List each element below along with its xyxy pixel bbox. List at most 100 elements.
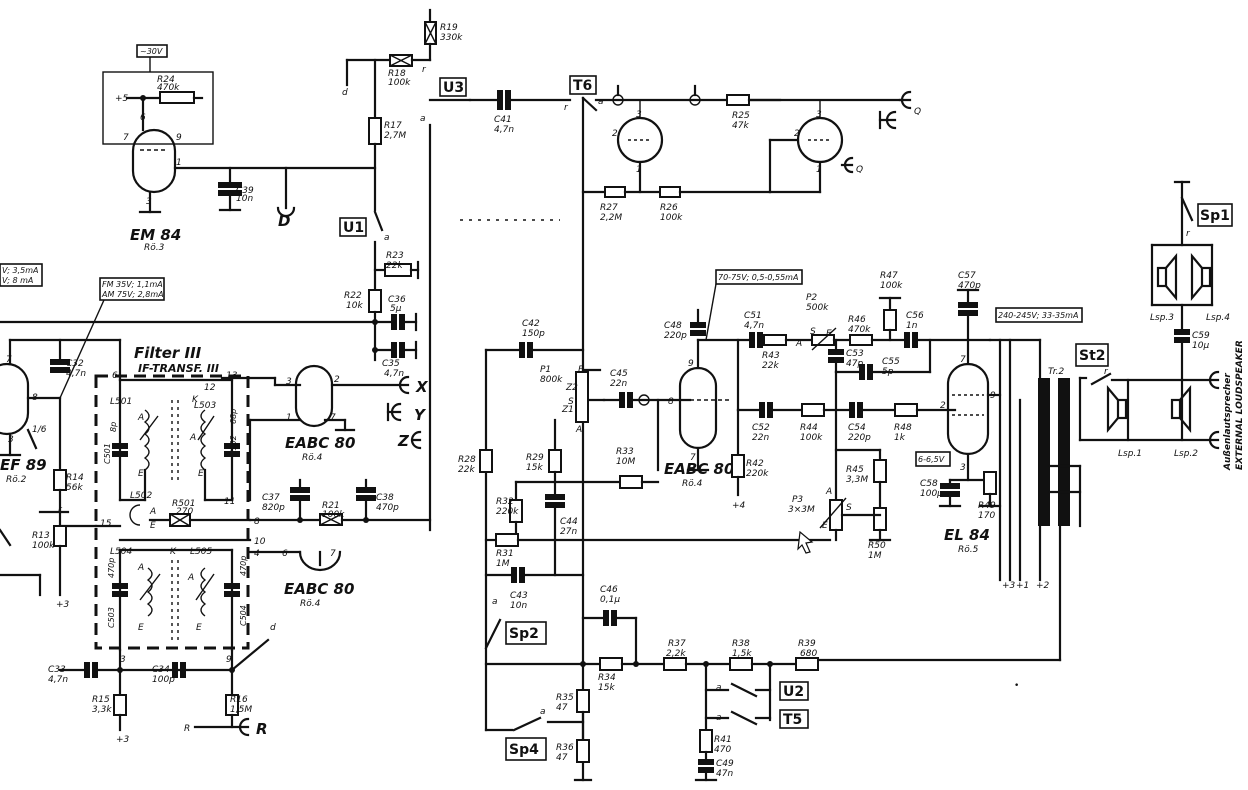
svg-text:100k: 100k <box>388 78 411 88</box>
svg-text:K: K <box>170 547 177 557</box>
svg-text:10k: 10k <box>346 301 363 311</box>
svg-text:V; 8 mA: V; 8 mA <box>2 276 33 285</box>
svg-text:R22: R22 <box>344 291 362 301</box>
svg-text:P2: P2 <box>806 293 817 303</box>
svg-text:L501: L501 <box>110 397 132 407</box>
tag-U2 <box>779 681 809 701</box>
svg-text:5µ: 5µ <box>390 304 402 314</box>
svg-text:220k: 220k <box>746 469 769 479</box>
svg-text:R28: R28 <box>458 455 476 465</box>
svg-text:E: E <box>826 329 832 339</box>
svg-text:47: 47 <box>556 753 568 763</box>
svg-text:220p: 220p <box>848 433 871 443</box>
svg-text:3,3k: 3,3k <box>92 705 112 715</box>
svg-text:Rö.5: Rö.5 <box>958 545 979 555</box>
svg-text:56k: 56k <box>66 483 83 493</box>
svg-text:220k: 220k <box>496 507 519 517</box>
svg-text:A: A <box>825 487 832 497</box>
svg-text:C34: C34 <box>152 665 170 675</box>
svg-text:470k: 470k <box>848 325 871 335</box>
svg-text:•: • <box>1014 681 1019 691</box>
svg-text:r: r <box>422 65 427 75</box>
svg-text:A: A <box>575 425 582 435</box>
svg-text:470p: 470p <box>107 558 116 578</box>
svg-text:270: 270 <box>176 507 193 517</box>
svg-text:6: 6 <box>282 549 288 559</box>
svg-text:C55: C55 <box>882 357 900 367</box>
svg-text:C49: C49 <box>716 759 734 769</box>
external-speaker-label-en: EXTERNAL LOUDSPEAKER <box>1235 340 1245 470</box>
svg-text:d: d <box>270 623 276 633</box>
svg-text:a: a <box>420 114 426 124</box>
speaker-lsp1-icon <box>1116 398 1128 420</box>
svg-text:1,5M: 1,5M <box>230 705 252 715</box>
svg-text:3: 3 <box>120 655 126 665</box>
svg-text:R35: R35 <box>556 693 574 703</box>
svg-text:1k: 1k <box>894 433 906 443</box>
svg-text:1M: 1M <box>868 551 882 561</box>
svg-text:100k: 100k <box>322 510 345 520</box>
svg-text:R42: R42 <box>746 459 764 469</box>
svg-text:1: 1 <box>816 165 822 175</box>
svg-text:a: a <box>598 97 604 107</box>
el84-label: EL 84 <box>944 526 990 544</box>
svg-text:R21: R21 <box>322 501 340 511</box>
svg-text:100k: 100k <box>32 541 55 551</box>
svg-text:15k: 15k <box>526 463 543 473</box>
mouse-cursor-icon <box>797 530 814 554</box>
svg-text:E: E <box>138 469 144 479</box>
svg-text:100k: 100k <box>660 213 683 223</box>
svg-text:P3: P3 <box>792 495 803 505</box>
svg-text:C52: C52 <box>752 423 770 433</box>
svg-text:A: A <box>137 563 144 573</box>
el84-anode-note: 240-245V; 33-35mA <box>998 311 1078 320</box>
svg-text:Sp4: Sp4 <box>509 742 539 758</box>
svg-text:27n: 27n <box>560 527 577 537</box>
svg-text:+2: +2 <box>1036 581 1050 591</box>
svg-text:Q: Q <box>914 107 921 117</box>
svg-text:1/6: 1/6 <box>32 425 47 435</box>
svg-text:C59: C59 <box>1192 331 1210 341</box>
svg-text:R14: R14 <box>66 473 84 483</box>
svg-text:a: a <box>492 597 498 607</box>
ef89-label: EF 89 <box>0 456 47 474</box>
svg-text:470: 470 <box>714 745 731 755</box>
svg-text:4,7n: 4,7n <box>384 369 404 379</box>
svg-text:AM 75V; 2,8mA: AM 75V; 2,8mA <box>101 290 164 299</box>
svg-text:+1: +1 <box>1016 581 1029 591</box>
svg-text:R17: R17 <box>384 121 402 131</box>
svg-text:E: E <box>150 521 156 531</box>
svg-text:7: 7 <box>123 133 129 143</box>
svg-text:R43: R43 <box>762 351 780 361</box>
svg-text:A: A <box>795 339 802 349</box>
svg-text:C36: C36 <box>388 295 406 305</box>
svg-text:St2: St2 <box>1079 348 1106 364</box>
svg-text:C54: C54 <box>848 423 866 433</box>
svg-text:C51: C51 <box>744 311 762 321</box>
svg-text:d: d <box>342 88 348 98</box>
svg-text:47p: 47p <box>846 359 863 369</box>
svg-text:Q: Q <box>856 165 863 175</box>
svg-text:3×3M: 3×3M <box>788 505 815 515</box>
tuning-voltage-label: ~30V <box>140 47 163 56</box>
svg-text:R36: R36 <box>556 743 574 753</box>
svg-text:C35: C35 <box>382 359 400 369</box>
svg-text:C45: C45 <box>610 369 628 379</box>
svg-text:L504: L504 <box>110 547 132 557</box>
svg-text:1M: 1M <box>496 559 510 569</box>
svg-text:100p: 100p <box>152 675 175 685</box>
svg-text:R13: R13 <box>32 531 50 541</box>
svg-text:47: 47 <box>556 703 568 713</box>
filter-subtitle: IF-TRANSF. III <box>138 362 219 375</box>
speaker-lsp4-icon <box>1200 266 1212 288</box>
svg-text:R38: R38 <box>732 639 750 649</box>
svg-text:C41: C41 <box>494 115 512 125</box>
svg-text:820p: 820p <box>262 503 285 513</box>
svg-text:4,7n: 4,7n <box>494 125 514 135</box>
tag-U1 <box>339 217 367 237</box>
svg-text:47k: 47k <box>732 121 749 131</box>
tag-St2 <box>1075 343 1109 367</box>
tag-T5 <box>779 709 809 729</box>
